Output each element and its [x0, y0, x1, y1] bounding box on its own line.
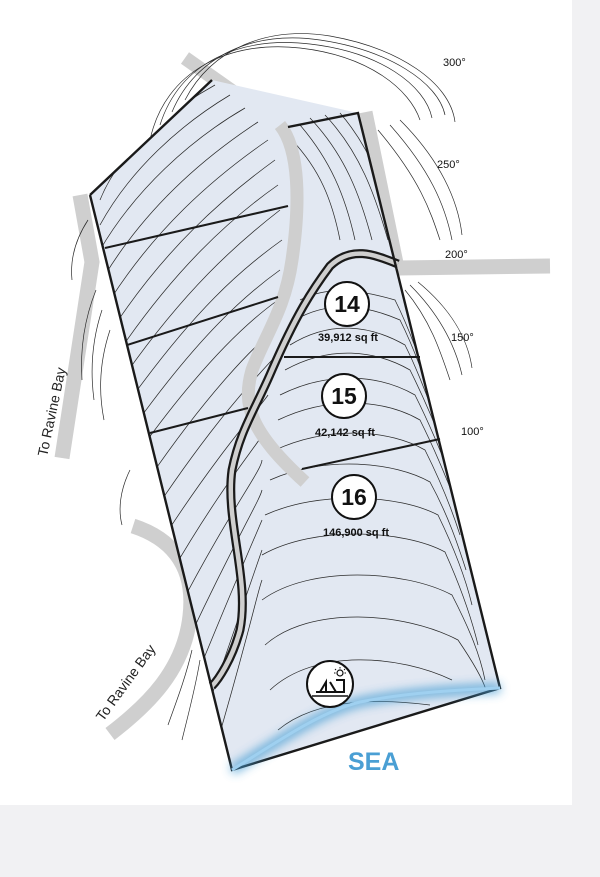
elevation-label: 300° — [443, 57, 466, 69]
lot-area: 42,142 sq ft — [315, 427, 375, 439]
lot-marker-15[interactable]: 15 42,142 sq ft — [315, 373, 375, 439]
sea-shoreline — [229, 683, 501, 774]
lot-badge — [324, 281, 370, 327]
internal-road-main — [241, 120, 310, 487]
lot-line-15-16 — [301, 438, 441, 470]
elevation-label: 250° — [437, 159, 460, 171]
lot-badge — [331, 474, 377, 520]
lot-area: 146,900 sq ft — [323, 527, 389, 539]
internal-road — [208, 120, 400, 690]
outer-contours — [71, 33, 473, 741]
elevation-label: 200° — [445, 249, 468, 261]
roads — [54, 52, 551, 740]
road-southwest — [105, 518, 199, 740]
lot-marker-16[interactable]: 16 146,900 sq ft — [323, 474, 389, 539]
lot-number: 15 — [331, 383, 357, 409]
road-east-spur — [359, 110, 405, 270]
lot-line-3 — [149, 407, 249, 434]
lot-number: 14 — [334, 291, 360, 317]
lot-line-2 — [126, 296, 279, 346]
lot-number: 16 — [341, 484, 367, 510]
lot-area: 39,912 sq ft — [318, 332, 378, 344]
lot-badge — [321, 373, 367, 419]
parcel-contours — [99, 84, 487, 751]
elevation-labels: 300° 250° 200° 150° 100° — [437, 57, 484, 438]
elevation-label: 100° — [461, 426, 484, 438]
road-west — [54, 193, 100, 460]
sea-label: SEA — [348, 748, 399, 776]
beach-access-icon — [306, 660, 354, 708]
lot-line-1 — [104, 205, 289, 249]
lot-marker-14[interactable]: 14 39,912 sq ft — [318, 281, 378, 344]
elevation-label: 150° — [451, 332, 474, 344]
parcel-area — [90, 80, 500, 770]
road-east — [397, 258, 551, 276]
